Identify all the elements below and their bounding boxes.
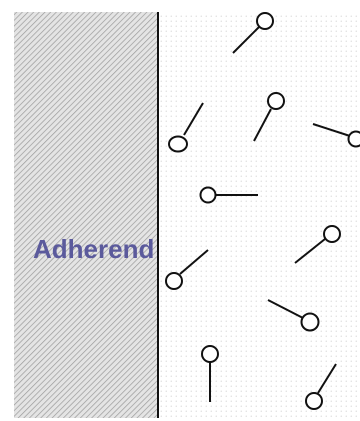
adhesive-region xyxy=(158,12,360,418)
adherend-label: Adherend xyxy=(33,234,154,264)
adherend-region xyxy=(14,12,158,418)
